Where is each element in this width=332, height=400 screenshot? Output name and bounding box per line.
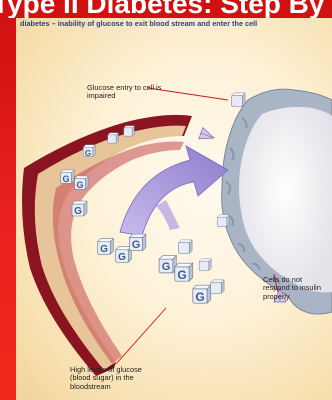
label-high-glucose: High levels of glucose (blood sugar) in …: [70, 366, 162, 391]
glucose-letter: G: [132, 239, 141, 251]
glucose-letter: G: [162, 261, 171, 273]
diabetes-diagram: G G G G G G G G G G: [16, 18, 332, 400]
slide-title: Type II Diabetes: Step By Step: [0, 0, 332, 18]
glucose-cube-icon: [232, 93, 246, 107]
glucose-letter: G: [100, 244, 108, 255]
glucose-letter: G: [85, 149, 91, 158]
glucose-letter: G: [62, 174, 69, 184]
figure-panel: diabetes – inability of glucose to exit …: [16, 18, 332, 400]
glucose-letter: G: [118, 252, 126, 263]
slide-title-strip: Type II Diabetes: Step By Step: [0, 0, 332, 18]
glucose-letter: G: [76, 180, 83, 190]
glucose-letter: G: [74, 206, 82, 217]
glucose-letter: G: [177, 268, 186, 282]
flow-arrow-icon: [120, 146, 228, 236]
label-cells-response: Cells do not respond to insulin properly: [263, 276, 323, 301]
label-glucose-entry: Glucose entry to cell is impaired: [87, 84, 167, 101]
glucose-letter: G: [195, 290, 204, 304]
